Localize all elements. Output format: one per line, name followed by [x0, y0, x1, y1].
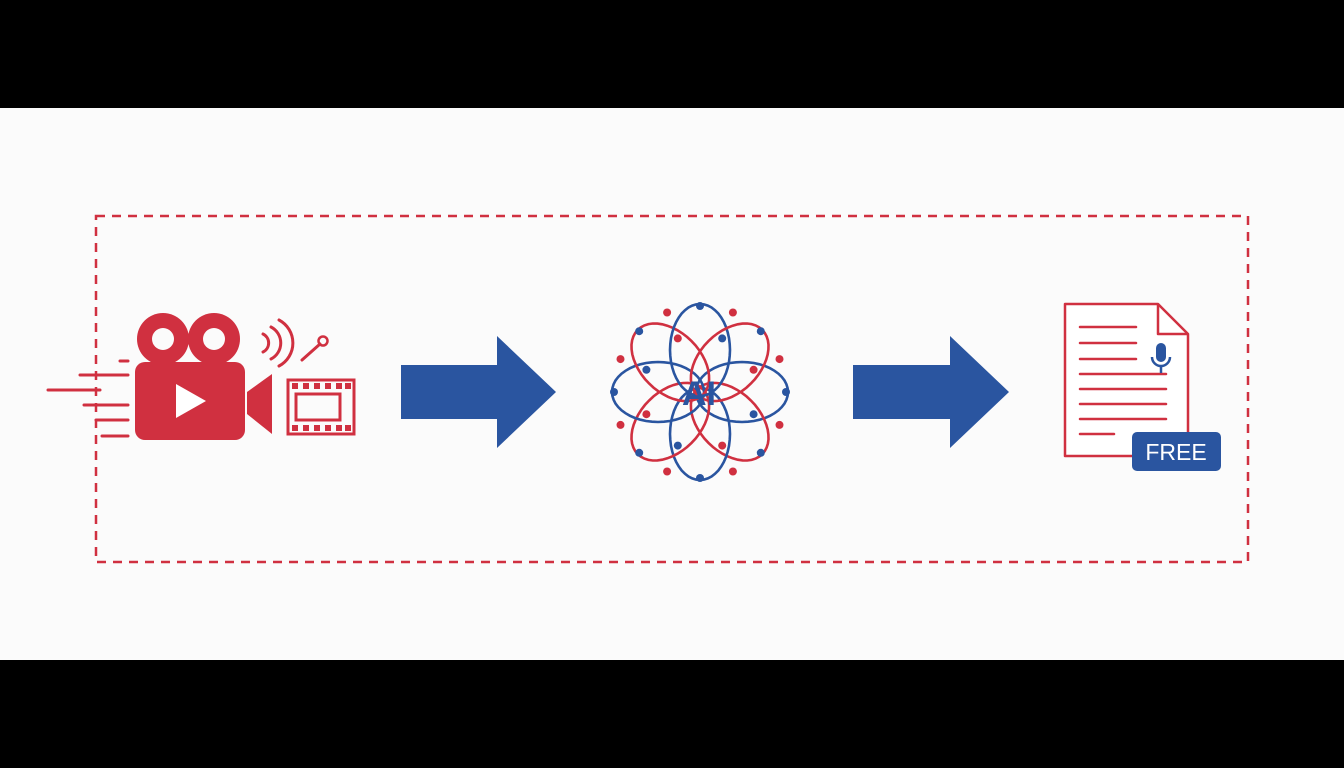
- knot-node: [749, 365, 758, 374]
- arrow-right-icon: [401, 336, 556, 448]
- ai-label: AI: [682, 375, 716, 413]
- video-camera-icon: [46, 313, 356, 440]
- knot-node: [635, 448, 644, 457]
- knot-node: [728, 467, 737, 476]
- knot-node: [718, 334, 727, 343]
- knot-node: [756, 448, 765, 457]
- knot-node: [696, 474, 704, 482]
- knot-node: [616, 355, 625, 364]
- free-badge: FREE: [1132, 432, 1221, 471]
- knot-node: [642, 365, 651, 374]
- ai-knot-strands: [610, 302, 790, 482]
- knot-node: [642, 410, 651, 419]
- knot-node: [782, 388, 790, 396]
- knot-node: [610, 388, 618, 396]
- wand-icon: [300, 335, 329, 362]
- speed-lines-icon: [46, 359, 130, 438]
- play-icon: [176, 384, 206, 418]
- ai-knot-nodes: [610, 302, 790, 482]
- text-lines-icon: [1078, 325, 1168, 436]
- knot-node: [775, 355, 784, 364]
- microphone-icon: [1150, 343, 1172, 373]
- knot-node: [775, 420, 784, 429]
- knot-node: [696, 302, 704, 310]
- knot-node: [673, 441, 682, 450]
- knot-node: [728, 308, 737, 317]
- knot-node: [673, 334, 682, 343]
- ai-network-icon: AI: [610, 302, 790, 482]
- letterbox-bottom: [0, 660, 1344, 768]
- letterbox-top: [0, 0, 1344, 108]
- knot-node: [663, 308, 672, 317]
- knot-node: [635, 327, 644, 336]
- transcript-document-icon: FREE: [1063, 302, 1221, 471]
- knot-node: [749, 410, 758, 419]
- knot-strand: [689, 322, 770, 403]
- arrow-right-icon: [853, 336, 1009, 448]
- knot-node: [756, 327, 765, 336]
- knot-node: [663, 467, 672, 476]
- free-badge-label: FREE: [1145, 439, 1206, 465]
- film-strip-icon: [286, 378, 356, 436]
- knot-node: [718, 441, 727, 450]
- signal-waves-icon: [261, 318, 295, 368]
- knot-node: [616, 420, 625, 429]
